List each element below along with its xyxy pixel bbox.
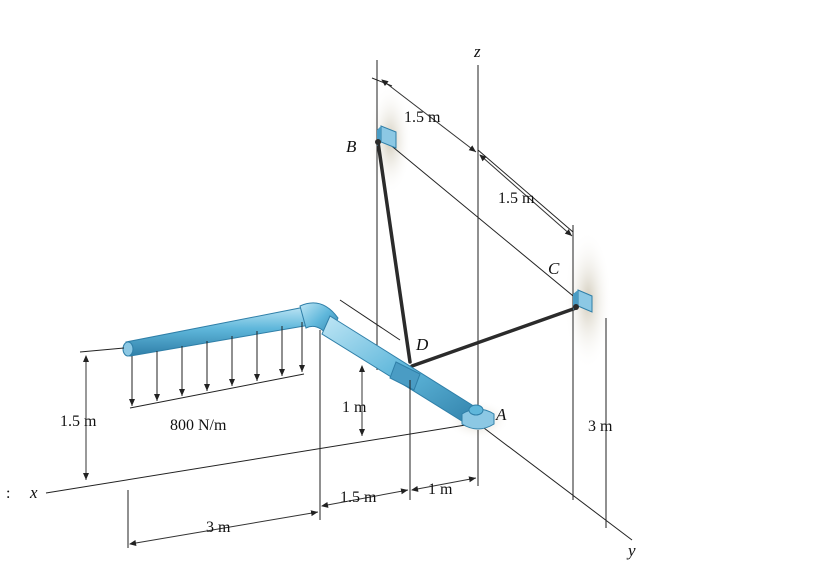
pipe-horizontal bbox=[122, 305, 317, 357]
dim-left-height bbox=[79, 347, 125, 480]
x-axis-label: x bbox=[29, 483, 38, 502]
x-axis-line bbox=[45, 422, 479, 494]
support-c bbox=[573, 289, 593, 313]
distributed-load-arrows bbox=[129, 322, 305, 409]
support-b bbox=[375, 125, 397, 149]
cable-cd bbox=[410, 306, 578, 368]
z-axis-label: z bbox=[473, 42, 481, 61]
dim-c-top-line bbox=[479, 154, 573, 237]
point-c-label: C bbox=[548, 259, 560, 278]
dim-bottom-3m-label: 3 m bbox=[206, 519, 231, 536]
dim-b-top-line bbox=[381, 79, 477, 153]
dim-b-top-label: 1.5 m bbox=[404, 109, 441, 126]
point-a-label: A bbox=[495, 405, 507, 424]
dim-c-height-label: 3 m bbox=[588, 418, 613, 435]
dim-bottom-1m-label: 1 m bbox=[428, 481, 453, 498]
dim-bottom-3m-line bbox=[129, 510, 319, 546]
dim-c-top-label: 1.5 m bbox=[498, 190, 535, 207]
dim-bottom-1m-line bbox=[411, 476, 477, 492]
stray-mark: : bbox=[6, 485, 10, 502]
load-label: 800 N/m bbox=[170, 417, 227, 434]
dim-bottom-15m-label: 1.5 m bbox=[340, 489, 377, 506]
ball-joint-a bbox=[461, 404, 495, 430]
dim-left-height-label: 1.5 m bbox=[60, 413, 97, 430]
cable-bd bbox=[376, 140, 412, 364]
point-d-label: D bbox=[415, 335, 429, 354]
point-b-label: B bbox=[346, 137, 357, 156]
dim-d-height-label: 1 m bbox=[342, 399, 367, 416]
y-axis-line bbox=[479, 424, 633, 541]
dim-bottom-15m-line bbox=[321, 488, 409, 508]
dim-b-top-tick bbox=[371, 77, 393, 87]
y-axis-label: y bbox=[626, 541, 636, 560]
dim-d-height bbox=[339, 299, 401, 436]
